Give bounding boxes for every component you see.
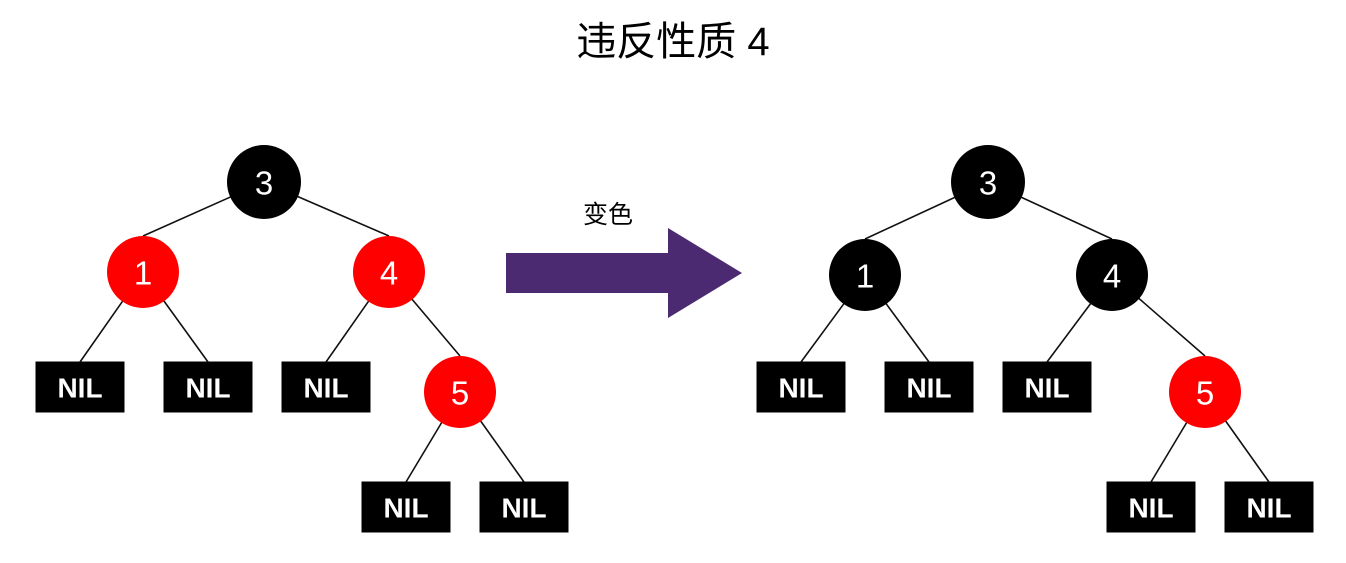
nil-leaf-node[interactable]: NIL (281, 361, 371, 413)
tree-node[interactable]: 3 (227, 145, 301, 219)
nil-box (756, 361, 846, 413)
nil-leaf-node[interactable]: NIL (361, 481, 451, 533)
node-circle-black (951, 145, 1025, 219)
node-label: 4 (1103, 258, 1121, 295)
nil-leaf-node[interactable]: NIL (163, 361, 253, 413)
tree-node[interactable]: 4 (1076, 239, 1148, 311)
node-circle-black (1076, 239, 1148, 311)
node-circle-black (227, 145, 301, 219)
node-label: NIL (57, 373, 102, 404)
page-title: 违反性质 4 (576, 20, 770, 64)
transition-arrow-caption: 变色 (583, 201, 634, 229)
node-label: 4 (380, 255, 398, 292)
node-circle-red (353, 236, 425, 308)
tree-node[interactable]: 3 (951, 145, 1025, 219)
nil-box (1002, 361, 1092, 413)
tree-edge (1020, 196, 1113, 240)
node-label: 1 (856, 258, 874, 295)
node-label: 5 (1196, 375, 1214, 412)
tree-node[interactable]: 5 (424, 356, 496, 428)
node-label: NIL (185, 373, 230, 404)
nil-box (479, 481, 569, 533)
nil-box (163, 361, 253, 413)
nil-leaf-node[interactable]: NIL (756, 361, 846, 413)
transition-arrow (506, 228, 742, 318)
nil-leaf-node[interactable]: NIL (1106, 481, 1196, 533)
node-label: NIL (501, 493, 546, 524)
tree-edge (296, 195, 390, 237)
nil-leaf-node[interactable]: NIL (479, 481, 569, 533)
tree-edge (1137, 297, 1206, 357)
node-label: NIL (906, 373, 951, 404)
tree-edge (79, 300, 124, 363)
nil-leaf-node[interactable]: NIL (884, 361, 974, 413)
nil-box (1106, 481, 1196, 533)
tree-edge (405, 421, 443, 483)
tree-edge (410, 298, 461, 357)
node-circle-red (1169, 356, 1241, 428)
node-label: NIL (778, 373, 823, 404)
tree-node[interactable]: 1 (107, 236, 179, 308)
tree-edge (325, 300, 370, 363)
nil-box (35, 361, 125, 413)
nil-leaf-node[interactable]: NIL (1002, 361, 1092, 413)
node-label: NIL (1024, 373, 1069, 404)
tree-edge (142, 195, 232, 237)
node-label: 1 (134, 255, 152, 292)
node-circle-red (107, 236, 179, 308)
node-label: NIL (303, 373, 348, 404)
tree-edges-layer (79, 195, 1270, 483)
tree-edge (885, 302, 930, 363)
node-label: NIL (1246, 493, 1291, 524)
node-label: 3 (979, 165, 997, 202)
node-label: NIL (383, 493, 428, 524)
tree-node[interactable]: 4 (353, 236, 425, 308)
tree-edge (800, 302, 845, 363)
tree-edge (162, 299, 209, 363)
node-label: 3 (255, 165, 273, 202)
nil-box (884, 361, 974, 413)
tree-edge (1150, 421, 1188, 483)
transition-arrow-shape (506, 228, 742, 318)
tree-node[interactable]: 5 (1169, 356, 1241, 428)
node-circle-black (829, 239, 901, 311)
tree-node[interactable]: 1 (829, 239, 901, 311)
node-circle-red (424, 356, 496, 428)
nil-leaf-node[interactable]: NIL (1224, 481, 1314, 533)
tree-edge (1046, 302, 1092, 363)
tree-edge (864, 196, 956, 240)
tree-edge (479, 420, 525, 483)
nil-leaf-node[interactable]: NIL (35, 361, 125, 413)
node-label: NIL (1128, 493, 1173, 524)
nil-box (281, 361, 371, 413)
tree-edge (1224, 420, 1270, 483)
nil-box (1224, 481, 1314, 533)
nil-box (361, 481, 451, 533)
node-label: 5 (451, 375, 469, 412)
